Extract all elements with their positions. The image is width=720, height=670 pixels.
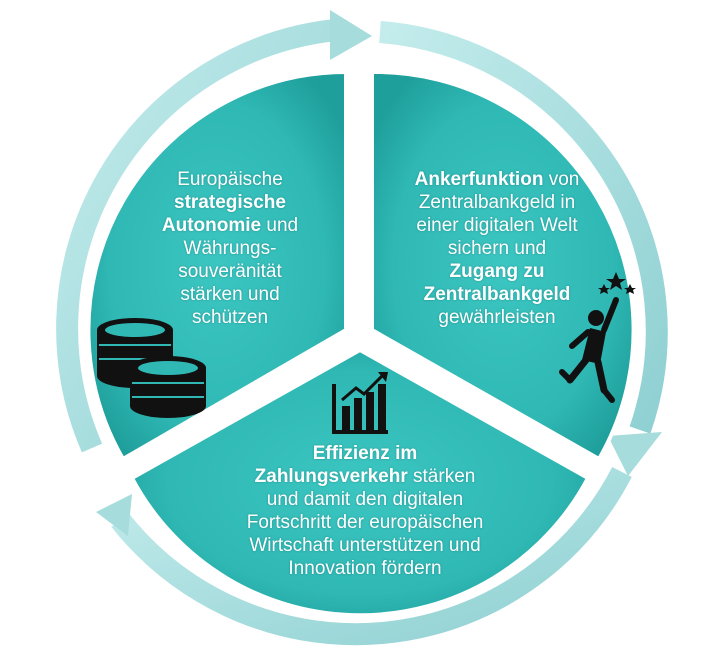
bold-text-run: Zahlungsverkehr [254, 466, 408, 487]
text-line: Zugang zu [382, 260, 612, 283]
text-line: Währungs- [130, 237, 330, 260]
text-run: einer digitalen Welt [416, 215, 578, 236]
text-run: von [543, 169, 580, 190]
text-line: Zentralbankgeld in [382, 191, 612, 214]
arrow-head-right [608, 432, 662, 476]
text-line: sichern und [382, 237, 612, 260]
bold-text-run: Autonomie [161, 215, 262, 236]
text-run: Wirtschaft unterstützen und [249, 535, 481, 556]
text-run: schützen [191, 307, 269, 328]
text-line: Autonomie und [130, 214, 330, 237]
text-line: einer digitalen Welt [382, 214, 612, 237]
reaching-stars-person-icon [559, 272, 636, 403]
text-run: Zentralbankgeld in [418, 192, 576, 213]
bold-text-run: Ankerfunktion [414, 169, 544, 190]
text-line: und damit den digitalen [200, 488, 530, 511]
text-run: stärken und [180, 284, 280, 305]
arrow-head-top [330, 10, 372, 60]
text-run: stärken [407, 466, 476, 487]
segment-bottom [129, 347, 591, 618]
text-run: Fortschritt der europäischen [246, 512, 484, 533]
segment-right [370, 69, 636, 462]
ring-arc-top [56, 19, 338, 453]
arrow-head-bottom [96, 494, 132, 536]
ring-arc-right [379, 21, 668, 434]
text-run: gewährleisten [438, 307, 556, 328]
text-line: Europäische [130, 168, 330, 191]
text-line: strategische [130, 191, 330, 214]
ring-arc-bottom [111, 466, 632, 646]
text-run: Innovation fördern [288, 558, 442, 579]
text-line: Effizienz im [200, 442, 530, 465]
text-line: Fortschritt der europäischen [200, 511, 530, 534]
text-run: Europäische [177, 169, 283, 190]
text-line: Innovation fördern [200, 557, 530, 580]
bold-text-run: Effizienz im [312, 443, 418, 464]
text-run: Währungs- [183, 238, 277, 259]
text-run: und damit den digitalen [266, 489, 464, 510]
bold-text-run: Zentralbankgeld [423, 284, 571, 305]
text-run: souveränität [178, 261, 282, 282]
growth-chart-icon [332, 372, 388, 434]
bold-text-run: strategische [174, 192, 286, 213]
text-line: schützen [130, 306, 330, 329]
text-line: Wirtschaft unterstützen und [200, 534, 530, 557]
text-line: Zentralbankgeld [382, 283, 612, 306]
pie [86, 69, 636, 618]
text-line: stärken und [130, 283, 330, 306]
text-line: souveränität [130, 260, 330, 283]
text-line: Zahlungsverkehr stärken [200, 465, 530, 488]
coins-icon [97, 318, 206, 418]
text-line: Ankerfunktion von [382, 168, 612, 191]
text-line: gewährleisten [382, 306, 612, 329]
cycle-ring [56, 10, 668, 646]
text-run: und [261, 215, 299, 236]
text-run: sichern und [447, 238, 547, 259]
bold-text-run: Zugang zu [449, 261, 545, 282]
